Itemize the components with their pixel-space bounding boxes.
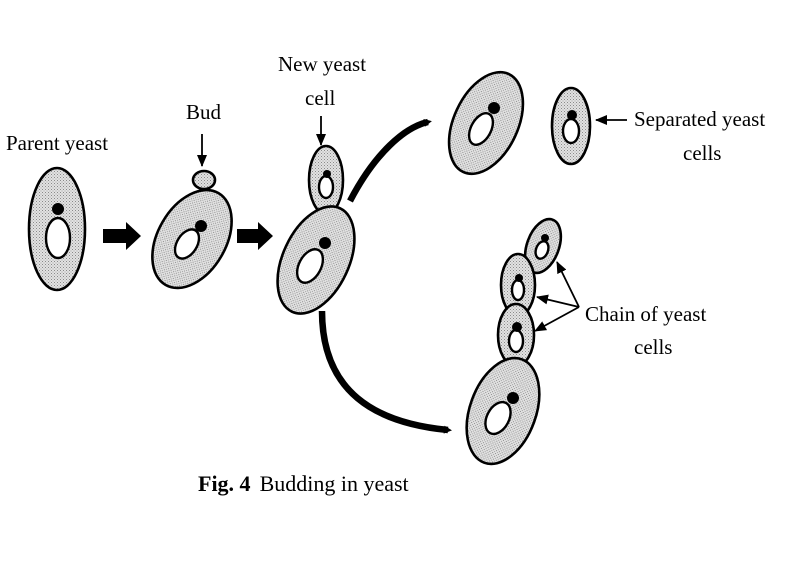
block-arrow-2 [237,222,273,250]
parent-yeast-cell [27,166,87,292]
label-new-yeast-line1: New yeast [278,52,366,76]
chain-cell-middle [496,302,536,368]
new-yeast-cell [307,144,345,216]
curved-arrow-upper [347,118,432,203]
chain-cell-upper [499,252,537,318]
block-arrow-1 [103,222,141,250]
label-new-yeast-line2: cell [305,86,335,110]
label-chain-line1: Chain of yeast [585,302,706,326]
budding-cell [151,169,233,290]
separated-cell-large [447,70,525,176]
label-bud: Bud [186,100,222,124]
caption-prefix: Fig. 4 [198,471,251,496]
label-chain-line2: cells [634,335,672,359]
curved-arrow-lower [318,310,452,434]
caption-text: Budding in yeast [260,471,409,496]
label-separated-line1: Separated yeast [634,107,765,131]
label-parent-yeast: Parent yeast [6,131,108,155]
figure-caption: Fig. 4 Budding in yeast [198,471,409,496]
chain-cell-bottom [465,356,541,466]
label-separated-line2: cells [683,141,721,165]
separated-cell-small [550,86,592,166]
chain-pointer-arrows [534,261,580,332]
mother-cell [276,205,356,315]
